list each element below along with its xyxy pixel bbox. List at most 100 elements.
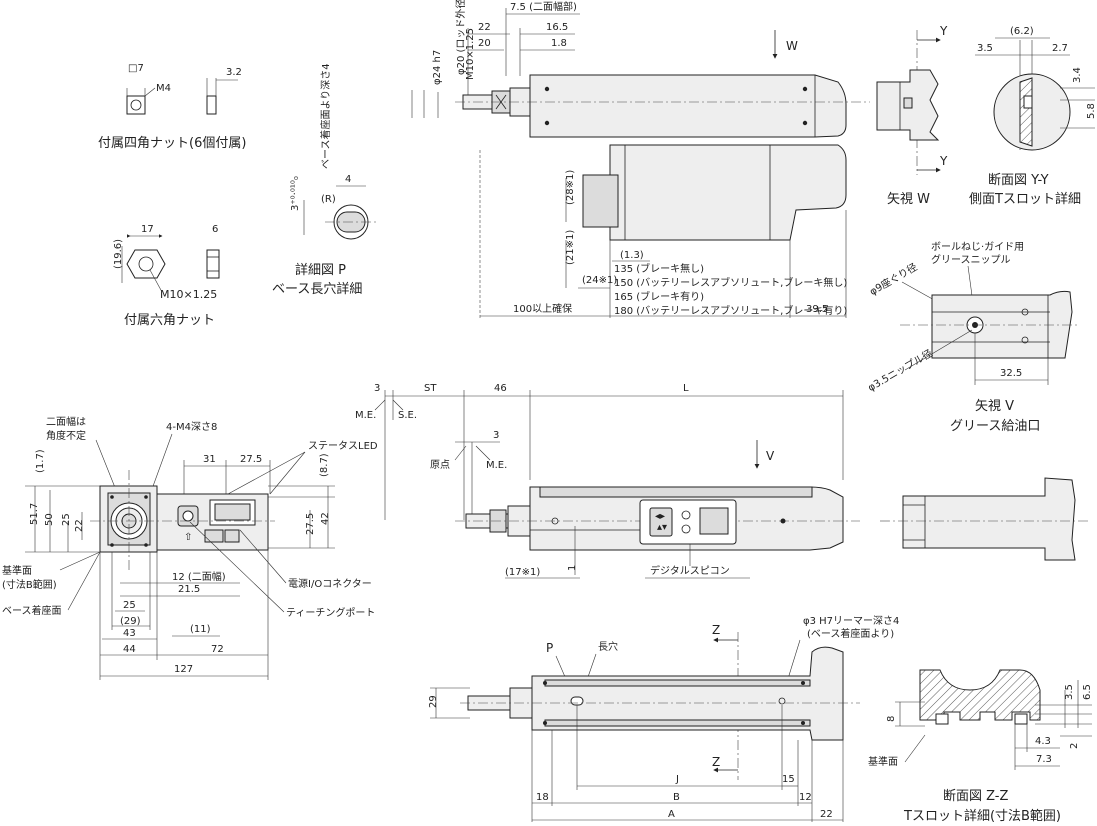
end-dim-8-7: (8.7) (319, 453, 330, 477)
end-dim-72: 72 (211, 644, 224, 655)
bottom-view-group: P 長穴 Z Z φ3 H7リーマー深さ4 (ベース着座面より) 29 (428, 615, 899, 822)
view-v-counterbore: φ9座ぐり径 (867, 260, 919, 298)
end-power-io: 電源I/Oコネクター (288, 577, 372, 590)
view-v-nipple-label-1: ボールねじ·ガイド用 (931, 241, 1024, 253)
hex-nut-group: 17 (19.6) M10×1.25 6 付属六角ナット (113, 224, 220, 328)
end-dim-43: 43 (123, 628, 136, 639)
top-dim-22: 22 (478, 22, 491, 33)
end-dim-12: 12 (二面幅) (172, 570, 226, 583)
detail-p-depth-note: ベース着座面より深さ4 (319, 63, 332, 169)
end-dim-42: 42 (320, 512, 331, 525)
top-dim-width-across: 7.5 (二面幅部) (510, 0, 577, 13)
hex-nut-thickness: 6 (212, 224, 218, 235)
detail-p-group: 3⁺⁰·⁰¹⁰₀ ベース着座面より深さ4 4 (R) 詳細図 P ベース長穴詳細 (272, 63, 377, 297)
zz-t-slot-right (1014, 713, 1028, 725)
yy-dim-3-4: 3.4 (1072, 67, 1083, 83)
bottom-dim-b: B (673, 792, 680, 803)
top-rod-dia: φ20 (ロッド外径) (454, 0, 467, 75)
bottom-dim-15: 15 (782, 774, 795, 785)
end-dim-127: 127 (174, 664, 193, 675)
hex-nut-corner: (19.6) (113, 239, 124, 269)
front-dim-3b: 3 (493, 430, 499, 441)
zz-dim-6-5: 6.5 (1082, 684, 1093, 700)
top-motor-connector (582, 174, 619, 228)
front-me2: M.E. (486, 460, 507, 471)
bottom-dim-a: A (668, 809, 675, 820)
view-v-subcaption: グリース給油口 (950, 419, 1040, 434)
detail-p-subtitle: ベース長穴詳細 (272, 281, 362, 297)
view-v-body (931, 290, 1073, 359)
top-len-note-4: 180 (バッテリーレスアブソリュート,ブレーキ有り) (614, 304, 847, 317)
detail-p-radius: (R) (321, 194, 336, 205)
zz-dim-3-5: 3.5 (1064, 684, 1075, 700)
front-dim-46: 46 (494, 383, 507, 394)
front-dim-3: 3 (374, 383, 380, 394)
bottom-z-top: Z (712, 623, 720, 637)
end-status-led: ステータスLED (308, 440, 378, 452)
top-dim-16-5: 16.5 (546, 22, 568, 33)
section-yy-group: (6.2) 3.5 2.7 3.4 5.8 断面図 Y-Y 側面Tスロット詳細 (969, 26, 1097, 207)
top-dim-24: (24※1) (582, 275, 617, 286)
square-nut-hole (130, 99, 142, 111)
top-dim-1-3: (1.3) (620, 250, 644, 261)
end-dim-25: 25 (123, 600, 136, 611)
yy-dim-2-7: 2.7 (1052, 43, 1068, 54)
bottom-p-label: P (546, 641, 553, 655)
top-len-note-3: 165 (ブレーキ有り) (614, 290, 704, 303)
bottom-dim-22: 22 (820, 809, 833, 820)
square-nut-side (206, 95, 217, 115)
front-dim-l: L (683, 383, 689, 394)
top-motor (609, 144, 847, 241)
end-dim-31: 31 (203, 454, 216, 465)
end-dim-27-5: 27.5 (240, 454, 262, 465)
bottom-reamer-2: (ベース着座面より) (807, 627, 894, 640)
zz-ref-face: 基準面 (868, 755, 898, 768)
top-len-note-1: 135 (ブレーキ無し) (614, 262, 704, 275)
hex-nut-width: 17 (141, 224, 154, 235)
end-dim-25v: 25 (61, 513, 72, 526)
front-me: M.E. (355, 410, 376, 421)
bottom-dim-18: 18 (536, 792, 549, 803)
bottom-dim-12: 12 (799, 792, 812, 803)
end-width-note-2: 角度不定 (46, 429, 86, 442)
front-dim-1: 1 (567, 565, 578, 571)
bottom-slot-label: 長穴 (598, 640, 618, 653)
square-nut-face (126, 95, 146, 115)
end-tap: 4-M4深さ8 (166, 421, 217, 433)
square-nut-thread: M4 (156, 83, 171, 94)
end-view-group: 二面幅は 角度不定 4-M4深さ8 ステータスLED (1.7) 51.7 50… (2, 415, 378, 680)
end-base-face: ベース着座面 (2, 604, 62, 617)
detail-p-hole-dim: 3⁺⁰·⁰¹⁰₀ (290, 176, 301, 211)
end-ref-face-1: 基準面 (2, 564, 32, 577)
square-nut-size: □7 (128, 63, 144, 74)
end-dim-50: 50 (44, 513, 55, 526)
front-dim-17: (17※1) (505, 567, 540, 578)
view-w-y-top: Y (939, 24, 948, 38)
top-dim-28: (28※1) (565, 170, 576, 205)
end-teaching: ティーチングポート (286, 606, 375, 619)
top-view-w-arrow-label: W (786, 39, 798, 53)
hex-nut-caption: 付属六角ナット (124, 313, 215, 328)
zz-dim-8: 8 (886, 716, 897, 722)
zz-dim-2: 2 (1069, 743, 1080, 749)
end-width-note-1: 二面幅は (46, 415, 86, 428)
hex-nut-face (126, 249, 166, 279)
svg-text:◂▸: ◂▸ (655, 511, 665, 522)
zz-t-slot-left (935, 713, 949, 725)
detail-p-title: 詳細図 P (295, 262, 346, 278)
yy-dim-5-8: 5.8 (1086, 103, 1097, 119)
bottom-reamer-hole (778, 697, 786, 705)
view-w-group: Y Y 矢視 W (876, 24, 948, 207)
view-w-caption: 矢視 W (887, 192, 930, 207)
end-ref-face-2: (寸法B範囲) (2, 578, 57, 591)
yy-dim-6-2: (6.2) (1010, 26, 1034, 37)
zz-hatch-section (919, 669, 1041, 721)
end-dim-29: (29) (120, 616, 141, 627)
zz-dim-7-3: 7.3 (1036, 754, 1052, 765)
top-clearance: 100以上確保 (513, 302, 572, 315)
zz-dim-4-3: 4.3 (1035, 736, 1051, 747)
front-se: S.E. (398, 410, 417, 421)
bottom-slot (570, 696, 584, 706)
end-dim-44: 44 (123, 644, 136, 655)
front-view-group: 3 ST 46 L M.E. S.E. 原点 M.E. 3 V (355, 383, 860, 579)
